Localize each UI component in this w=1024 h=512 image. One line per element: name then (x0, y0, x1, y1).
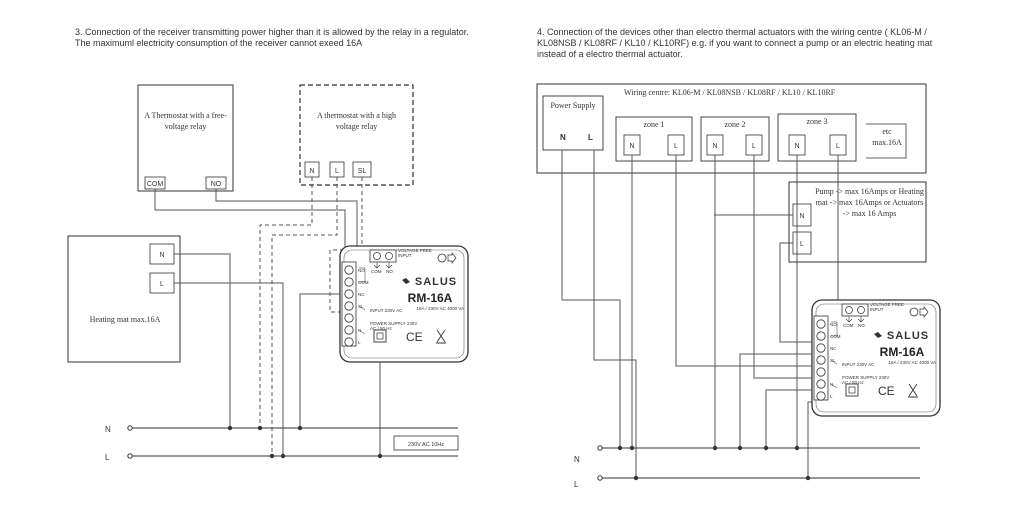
zone2-box: zone 2 N L (700, 116, 770, 162)
thermostat-free-box (137, 84, 234, 192)
svg-text:L: L (358, 340, 361, 345)
svg-text:COM: COM (371, 269, 382, 274)
left-diagram: A Thermostat with a free-voltage relay C… (67, 84, 469, 462)
svg-text:NO: NO (386, 269, 393, 274)
svg-text:COM: COM (358, 280, 369, 285)
term-com-label: COM (147, 181, 164, 188)
ps-n: N (560, 133, 566, 142)
svg-text:L: L (752, 143, 756, 150)
relay-left: NO COM NC SL N L VOLTAGE FREE INPUT COM … (339, 245, 469, 363)
svg-text:COM: COM (843, 323, 854, 328)
svg-text:SL: SL (830, 358, 836, 363)
left-line-l: L (105, 453, 110, 462)
term-l-label: L (335, 168, 339, 175)
ps-l: L (588, 133, 593, 142)
term-no-label: NO (211, 181, 222, 188)
mat-term-n: N (159, 252, 164, 259)
supply-label: 230V AC 10Hz (408, 442, 444, 448)
mat-term-l: L (160, 281, 164, 288)
svg-text:L: L (674, 143, 678, 150)
svg-text:L: L (836, 143, 840, 150)
term-n-label: N (309, 168, 314, 175)
left-line-n: N (105, 425, 111, 434)
svg-text:NC: NC (358, 292, 365, 297)
relay-model: RM-16A (408, 291, 453, 305)
thermostat-high-label: A thermostat with a high voltage relay (316, 111, 397, 131)
device-term-l: L (800, 241, 804, 248)
device-label: Pump -> max 16Amps or Heating mat -> max… (815, 187, 924, 218)
device-term-n: N (799, 213, 804, 220)
svg-text:CE: CE (878, 384, 895, 398)
svg-text:CE: CE (406, 330, 423, 344)
zone1-box: zone 1 N L (615, 116, 693, 162)
thermostat-free-label: A Thermostat with a free-voltage relay (144, 111, 227, 131)
right-line-n: N (574, 455, 580, 464)
power-supply-box (542, 95, 604, 151)
svg-text:NC: NC (830, 346, 837, 351)
svg-text:zone 2: zone 2 (724, 120, 745, 129)
wiring-centre-label: Wiring centre: KL06-M / KL08NSB / KL08RF… (624, 88, 836, 97)
svg-text:RM-16A: RM-16A (880, 345, 925, 359)
svg-text:zone 3: zone 3 (806, 117, 827, 126)
svg-text:N: N (794, 143, 799, 150)
term-sl-label: SL (358, 168, 367, 175)
right-diagram: Wiring centre: KL06-M / KL08NSB / KL08RF… (536, 83, 941, 489)
svg-text:zone 1: zone 1 (643, 120, 664, 129)
relay-brand: SALUS (415, 276, 457, 288)
svg-text:COM: COM (830, 334, 841, 339)
etc-label: etc max.16A (872, 127, 902, 147)
svg-text:N: N (712, 143, 717, 150)
zone3-box: zone 3 N L (777, 113, 857, 162)
device-box (788, 181, 927, 263)
svg-text:SALUS: SALUS (887, 330, 929, 342)
power-supply-label: Power Supply (550, 101, 596, 110)
svg-text:N: N (830, 382, 833, 387)
svg-text:L: L (830, 394, 833, 399)
svg-text:NO: NO (358, 268, 365, 273)
right-caption: 4. Connection of the devices other than … (537, 27, 933, 59)
relay-right: NO COM NC SL N L VOLTAGE FREE INPUT COM … (811, 299, 941, 417)
svg-text:NO: NO (830, 322, 837, 327)
svg-text:N: N (358, 328, 361, 333)
svg-text:SL: SL (358, 304, 364, 309)
right-line-l: L (574, 480, 579, 489)
svg-text:NO: NO (858, 323, 865, 328)
left-caption: 3. Connection of the receiver transmitti… (75, 27, 469, 48)
heating-mat-label: Heating mat max.16A (90, 315, 161, 324)
svg-text:N: N (629, 143, 634, 150)
